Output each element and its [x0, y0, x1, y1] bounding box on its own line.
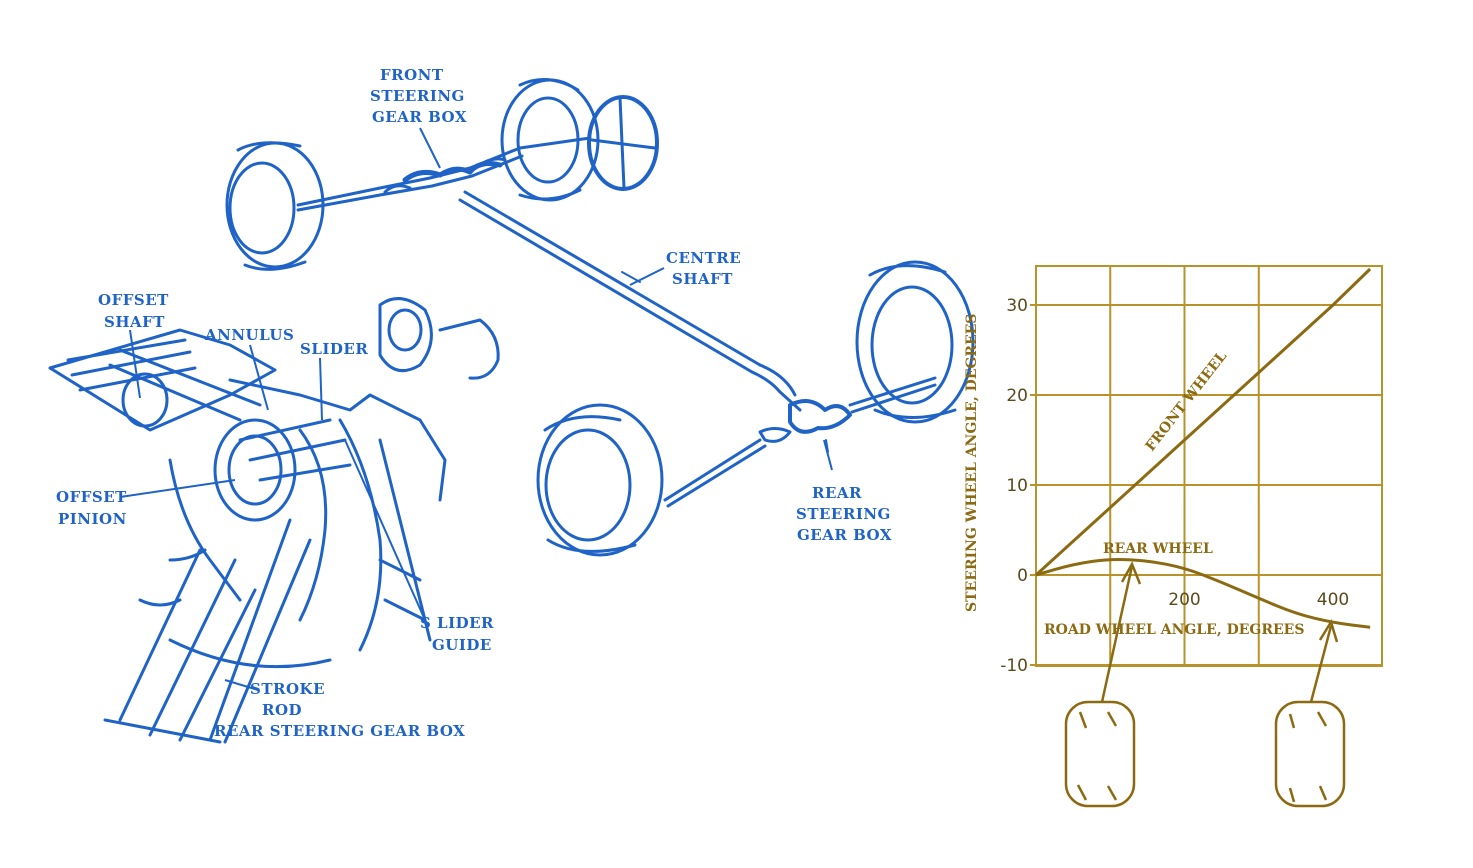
label-offset-shaft-2: SHAFT [104, 313, 165, 331]
x-tick-label: 200 [1168, 590, 1200, 610]
label-front-gear-box-2: STEERING [370, 87, 465, 105]
label-slider: SLIDER [300, 340, 368, 358]
label-stroke-rod-1: STROKE [250, 680, 325, 698]
label-annulus: ANNULUS [204, 326, 294, 344]
label-rear-gear-box-2: STEERING [796, 505, 891, 523]
label-offset-shaft-1: OFFSET [98, 291, 169, 309]
label-front-gear-box-3: GEAR BOX [372, 108, 467, 126]
arrow-rear-trough [1309, 625, 1333, 703]
front-wheel-series [1034, 267, 1372, 577]
rear-right-wheel [855, 260, 975, 424]
y-axis-label: STEERING WHEEL ANGLE, DEGREES [964, 314, 980, 612]
x-tick-label: 400 [1317, 590, 1349, 610]
y-tick-label: 10 [1006, 476, 1028, 496]
y-tick-label: 0 [1017, 566, 1028, 586]
y-tick-label: -10 [1000, 656, 1028, 676]
rear-wheel-series-label: REAR WHEEL [1103, 541, 1213, 557]
label-offset-pinion-1: OFFSET [56, 488, 127, 506]
front-left-wheel [225, 141, 325, 271]
arrow-rear-peak [1100, 565, 1134, 703]
label-centre-shaft-1: CENTRE [666, 249, 741, 267]
label-offset-pinion-2: PINION [58, 510, 127, 528]
label-slider-guide-1: S LIDER [420, 614, 494, 632]
chart-frame [1035, 265, 1383, 667]
part-labels: FRONT STEERING GEAR BOX CENTRE SHAFT REA… [56, 66, 892, 740]
label-rear-gear-box-1: REAR [812, 484, 862, 502]
gear-box-cutaway [48, 297, 500, 744]
rear-wheel-series [1035, 557, 1371, 629]
label-centre-shaft-2: SHAFT [672, 270, 733, 288]
label-rear-gear-box-3: GEAR BOX [797, 526, 892, 544]
label-front-gear-box-1: FRONT [380, 66, 444, 84]
vehicle-plan-icon-right [1274, 700, 1346, 808]
label-slider-guide-2: GUIDE [432, 636, 492, 654]
y-tick-label: 20 [1006, 386, 1028, 406]
rear-left-wheel [536, 403, 664, 557]
caption-rear-steering-gear-box: REAR STEERING GEAR BOX [214, 722, 465, 740]
vehicle-plan-icon-left [1064, 700, 1136, 808]
x-axis-label: ROAD WHEEL ANGLE, DEGREES [1044, 622, 1304, 638]
y-tick-label: 30 [1006, 296, 1028, 316]
label-stroke-rod-2: ROD [262, 701, 302, 719]
